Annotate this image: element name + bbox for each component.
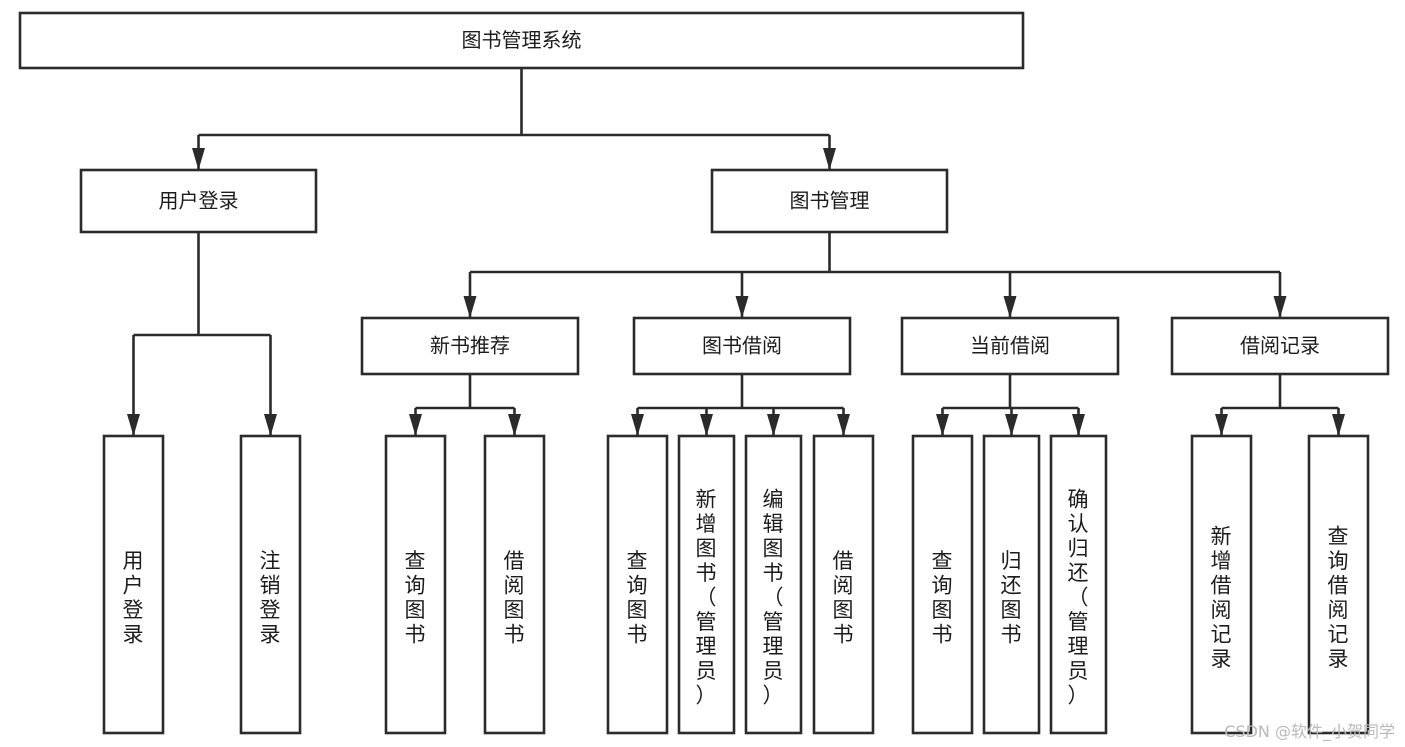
node-leaf-add-book[interactable]: 新增图书（管理员）: [677, 434, 736, 735]
new-book-rec-to-leaves-arrow-0: [409, 414, 422, 436]
node-current-borrow-label: 当前借阅: [970, 334, 1050, 358]
node-leaf-return-book[interactable]: 归还图书: [982, 434, 1041, 735]
node-new-book-rec[interactable]: 新书推荐: [360, 316, 580, 376]
node-leaf-add-record[interactable]: 新增借阅记录: [1190, 434, 1253, 735]
node-leaf-query-book-1[interactable]: 查询图书: [384, 434, 447, 735]
current-borrow-to-leaves-arrow-0: [936, 414, 949, 436]
node-leaf-borrow-book-2[interactable]: 借阅图书: [812, 434, 875, 735]
node-leaf-borrow-book-2-label: 借阅图书: [833, 549, 855, 647]
book-borrow-to-leaves-arrow-2: [767, 414, 780, 436]
book-manage-to-level3-arrow-3: [1273, 296, 1287, 318]
root-to-level2-arrow-0: [192, 148, 205, 170]
current-borrow-to-leaves-arrow-2: [1072, 414, 1085, 436]
node-leaf-edit-book-rect: [744, 434, 803, 735]
node-leaf-borrow-book-1[interactable]: 借阅图书: [483, 434, 546, 735]
book-manage-to-level3-arrow-0: [463, 296, 477, 318]
node-leaf-user-login[interactable]: 用户登录: [102, 434, 165, 735]
node-book-borrow[interactable]: 图书借阅: [632, 316, 852, 376]
node-user-login[interactable]: 用户登录: [79, 168, 318, 234]
book-borrow-to-leaves-arrow-3: [837, 414, 850, 436]
node-new-book-rec-rect: [360, 316, 580, 376]
root-to-level2-arrow-1: [823, 148, 836, 170]
node-borrow-record-rect: [1170, 316, 1390, 376]
node-leaf-query-book-3[interactable]: 查询图书: [911, 434, 974, 735]
node-leaf-return-book-label: 归还图书: [1001, 549, 1023, 647]
new-book-rec-to-leaves-arrow-1: [508, 414, 521, 436]
node-user-login-label: 用户登录: [159, 189, 239, 213]
node-book-manage-label: 图书管理: [790, 189, 870, 213]
node-leaf-add-book-rect: [677, 434, 736, 735]
node-book-borrow-label: 图书借阅: [702, 334, 782, 358]
node-leaf-add-record-rect: [1190, 434, 1253, 735]
book-borrow-to-leaves-arrow-1: [700, 414, 713, 436]
node-leaf-return-book-rect: [982, 434, 1041, 735]
node-leaf-confirm-return[interactable]: 确认归还（管理员）: [1049, 434, 1108, 735]
node-leaf-logout-rect: [239, 434, 302, 735]
node-leaf-query-book-2-label: 查询图书: [627, 549, 649, 647]
node-leaf-query-book-2-rect: [606, 434, 669, 735]
node-leaf-borrow-book-1-rect: [483, 434, 546, 735]
node-root-system-label: 图书管理系统: [462, 28, 582, 52]
node-leaf-query-book-3-rect: [911, 434, 974, 735]
user-login-to-leaves-arrow-0: [127, 414, 140, 436]
borrow-record-to-leaves-arrow-1: [1332, 414, 1345, 436]
node-book-borrow-rect: [632, 316, 852, 376]
book-manage-to-level3-arrow-2: [1003, 296, 1017, 318]
node-leaf-add-book-label: 新增图书（管理员）: [696, 488, 718, 708]
borrow-record-to-leaves-arrow-0: [1215, 414, 1228, 436]
current-borrow-to-leaves-arrow-1: [1005, 414, 1018, 436]
node-book-manage-rect: [710, 168, 949, 234]
node-leaf-query-record-label: 查询借阅记录: [1328, 524, 1350, 671]
node-leaf-query-record-rect: [1307, 434, 1370, 735]
node-leaf-logout-label: 注销登录: [260, 549, 282, 647]
diagram-nodes-layer: 图书管理系统用户登录图书管理新书推荐图书借阅当前借阅借阅记录用户登录注销登录查询…: [18, 11, 1390, 735]
node-leaf-add-record-label: 新增借阅记录: [1211, 524, 1233, 671]
book-borrow-to-leaves-arrow-0: [631, 414, 644, 436]
book-manage-to-level3-arrow-1: [735, 296, 749, 318]
node-current-borrow[interactable]: 当前借阅: [900, 316, 1120, 376]
node-leaf-logout[interactable]: 注销登录: [239, 434, 302, 735]
node-root-system[interactable]: 图书管理系统: [18, 11, 1025, 70]
node-leaf-edit-book-label: 编辑图书（管理员）: [763, 488, 785, 708]
node-borrow-record-label: 借阅记录: [1240, 334, 1320, 358]
node-leaf-edit-book[interactable]: 编辑图书（管理员）: [744, 434, 803, 735]
node-leaf-user-login-label: 用户登录: [123, 549, 145, 647]
node-leaf-query-record[interactable]: 查询借阅记录: [1307, 434, 1370, 735]
node-current-borrow-rect: [900, 316, 1120, 376]
connector-edges-layer: [127, 68, 1345, 436]
user-login-to-leaves-arrow-1: [264, 414, 277, 436]
node-borrow-record[interactable]: 借阅记录: [1170, 316, 1390, 376]
node-book-manage[interactable]: 图书管理: [710, 168, 949, 234]
node-leaf-query-book-3-label: 查询图书: [932, 549, 954, 647]
node-leaf-query-book-2[interactable]: 查询图书: [606, 434, 669, 735]
node-leaf-borrow-book-1-label: 借阅图书: [504, 549, 526, 647]
node-leaf-borrow-book-2-rect: [812, 434, 875, 735]
node-new-book-rec-label: 新书推荐: [430, 334, 510, 358]
node-leaf-confirm-return-rect: [1049, 434, 1108, 735]
node-leaf-confirm-return-label: 确认归还（管理员）: [1068, 488, 1090, 708]
node-user-login-rect: [79, 168, 318, 234]
node-leaf-query-book-1-label: 查询图书: [405, 549, 427, 647]
node-leaf-query-book-1-rect: [384, 434, 447, 735]
node-leaf-user-login-rect: [102, 434, 165, 735]
node-root-system-rect: [18, 11, 1025, 70]
